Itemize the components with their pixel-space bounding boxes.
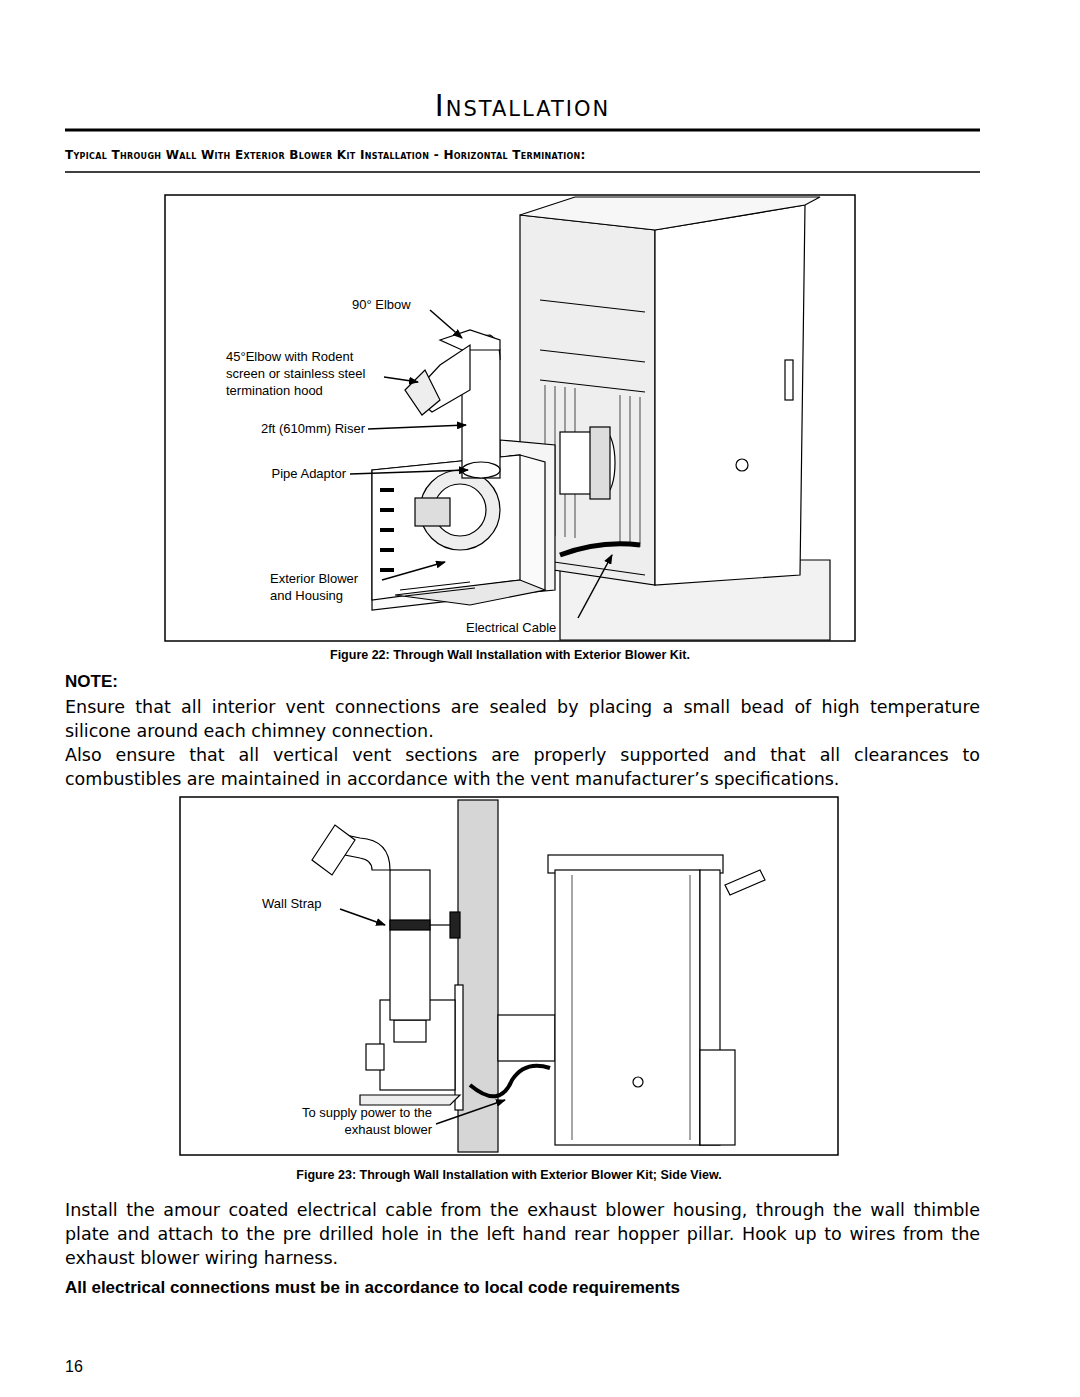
callout-label: Electrical Cable bbox=[466, 619, 556, 636]
figure-caption: Figure 22: Through Wall Installation wit… bbox=[165, 648, 855, 662]
warning-text: All electrical connections must be in ac… bbox=[65, 1278, 680, 1298]
note-text: Also ensure that all vertical vent secti… bbox=[65, 743, 980, 791]
callout-label: 45°Elbow with Rodent screen or stainless… bbox=[226, 348, 386, 399]
callout-label: Exterior Blower and Housing bbox=[270, 570, 380, 604]
figure-caption: Figure 23: Through Wall Installation wit… bbox=[180, 1168, 838, 1182]
instruction-text: Install the amour coated electrical cabl… bbox=[65, 1198, 980, 1270]
page-title: Installation bbox=[65, 88, 980, 123]
section-heading: Typical Through Wall With Exterior Blowe… bbox=[65, 148, 586, 162]
callout-label: Pipe Adaptor bbox=[200, 465, 346, 482]
callout-label: Wall Strap bbox=[262, 895, 321, 912]
note-heading: NOTE: bbox=[65, 672, 118, 692]
callout-label: 2ft (610mm) Riser bbox=[205, 420, 365, 437]
note-text: Ensure that all interior vent connection… bbox=[65, 695, 980, 743]
callout-label: 90° Elbow bbox=[352, 296, 411, 313]
callout-label: To supply power to the exhaust blower bbox=[282, 1104, 432, 1138]
page-number: 16 bbox=[65, 1358, 83, 1376]
